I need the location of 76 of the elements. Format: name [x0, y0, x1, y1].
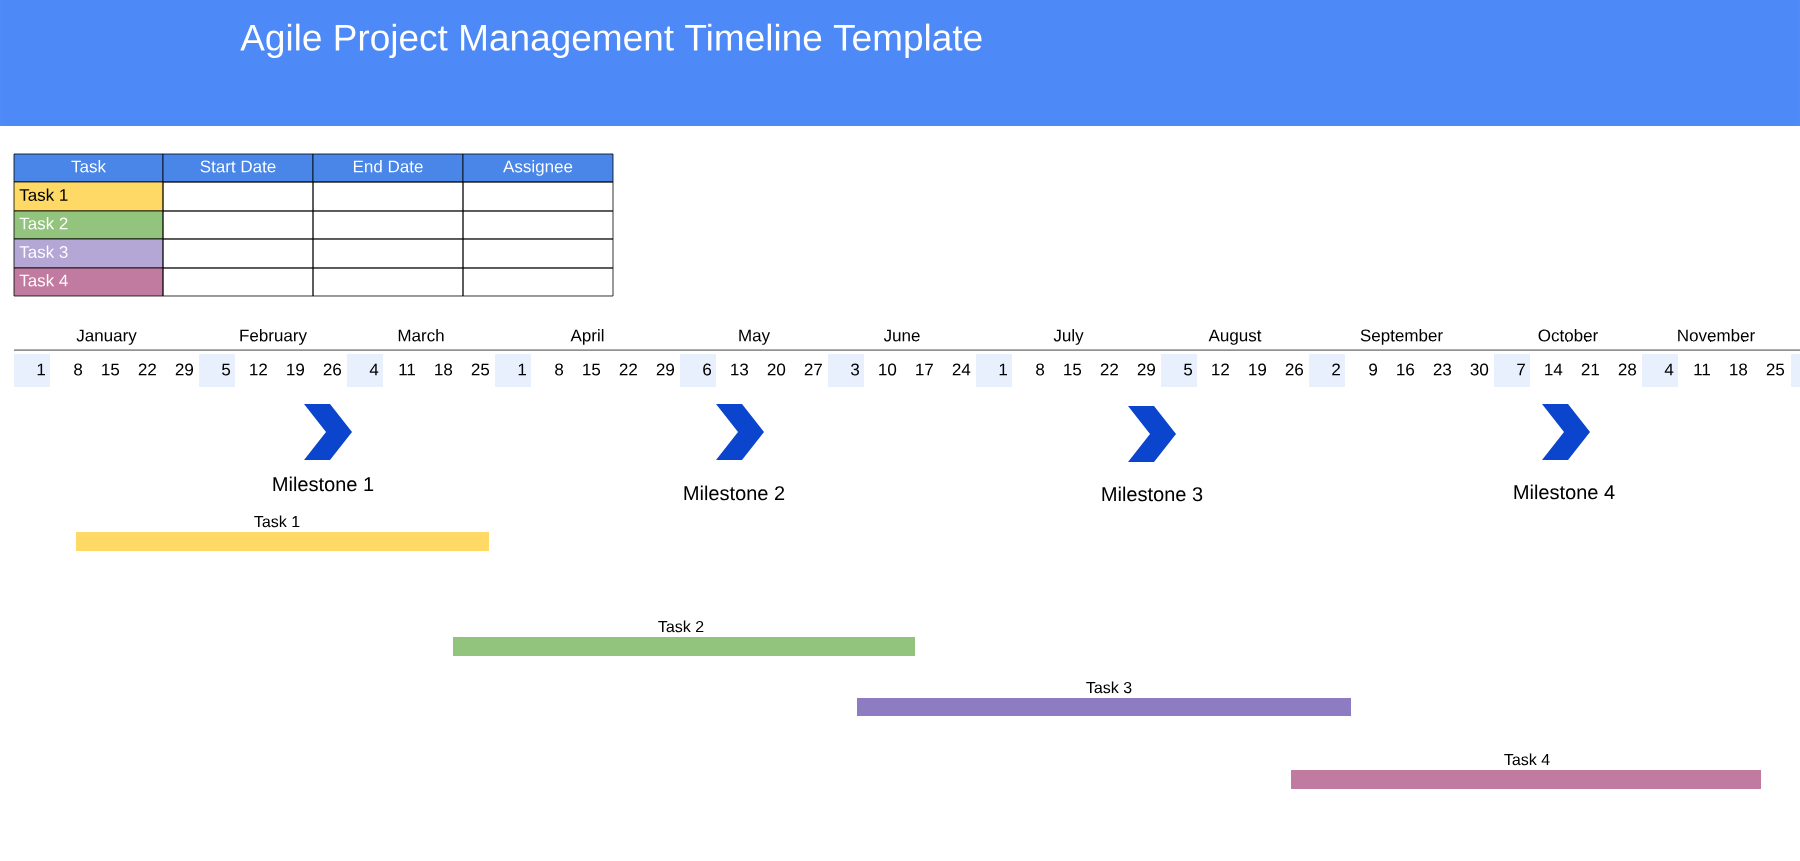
month-label: June — [883, 329, 920, 342]
week-number: 4 — [1642, 354, 1678, 387]
week-number: 12 — [1212, 363, 1229, 376]
week-number: 10 — [879, 363, 897, 376]
row-header: Task 1 — [13, 181, 164, 212]
month-label: April — [570, 329, 604, 345]
month-label: October — [1538, 329, 1598, 342]
week-number: 6 — [680, 354, 716, 387]
week-number: 15 — [583, 363, 601, 376]
week-number: 17 — [916, 363, 933, 376]
title: Agile Project Management Timeline Template — [240, 23, 982, 59]
month-label: September — [1360, 329, 1443, 345]
week-number: 11 — [1694, 363, 1710, 376]
column-header: Assignee — [462, 153, 614, 183]
week-number: 30 — [1470, 363, 1489, 376]
week-number: 9 — [1369, 363, 1377, 376]
week-number: 29 — [175, 363, 193, 376]
row-header: Task 4 — [13, 267, 164, 297]
week-number: 4 — [347, 354, 383, 387]
week-number: 1 — [495, 354, 531, 387]
week-number: 8 — [74, 363, 83, 376]
week-number: 11 — [399, 363, 415, 376]
month-label: May — [739, 329, 771, 345]
week-number: 25 — [1766, 363, 1785, 376]
week-number: 5 — [199, 354, 235, 387]
week-number: 22 — [1100, 363, 1118, 376]
month-label: January — [76, 329, 137, 345]
month-label: July — [1053, 329, 1084, 345]
bar-label: Task 4 — [1504, 753, 1550, 766]
week-number: 8 — [555, 363, 564, 376]
week-number: 1 — [976, 354, 1012, 387]
week-number: 20 — [767, 363, 786, 376]
week-number: 29 — [656, 363, 674, 376]
week-number: 19 — [1249, 363, 1266, 376]
week-number: 2 — [1309, 354, 1345, 387]
week-number: 23 — [1433, 363, 1452, 376]
week-number: 14 — [1545, 363, 1563, 376]
milestone-label: Milestone 2 — [684, 485, 785, 501]
column-header: Start Date — [162, 153, 314, 183]
milestone-label: Milestone 1 — [273, 476, 374, 492]
column-header: End Date — [312, 153, 464, 183]
week-number: 8 — [1036, 363, 1045, 376]
week-number: 13 — [731, 363, 749, 376]
week-number: 3 — [828, 354, 864, 387]
week-number: 16 — [1397, 363, 1415, 376]
row-header: Task 2 — [13, 210, 164, 240]
week-number: 29 — [1137, 363, 1155, 376]
week-number: 21 — [1581, 363, 1599, 376]
milestone-label: Milestone 3 — [1102, 486, 1203, 502]
week-number: 1 — [14, 354, 50, 387]
bar-label: Task 1 — [254, 515, 300, 528]
week-number: 28 — [1618, 363, 1637, 376]
month-label: March — [398, 329, 444, 342]
bar-label: Task 3 — [1086, 681, 1132, 694]
week-number: 12 — [250, 363, 267, 376]
column-header: Task — [13, 153, 164, 183]
week-number: 7 — [1494, 354, 1530, 387]
week-number: 18 — [435, 363, 453, 376]
week-number: 26 — [323, 363, 342, 376]
milestone-label: Milestone 4 — [1514, 484, 1615, 500]
week-number: 5 — [1161, 354, 1197, 387]
month-label: November — [1678, 329, 1755, 342]
bar-label: Task 2 — [658, 620, 704, 633]
week-number: 26 — [1285, 363, 1304, 376]
row-header: Task 3 — [13, 238, 164, 269]
week-number: 22 — [138, 363, 156, 376]
week-number: 19 — [287, 363, 304, 376]
month-label: August — [1208, 329, 1262, 345]
week-number: 27 — [804, 363, 822, 376]
week-number: 22 — [619, 363, 637, 376]
week-number: 25 — [471, 363, 490, 376]
week-number: 15 — [1064, 363, 1082, 376]
month-label: February — [240, 329, 307, 345]
week-number: 24 — [952, 363, 971, 376]
week-number: 15 — [102, 363, 120, 376]
week-number: 18 — [1730, 363, 1748, 376]
